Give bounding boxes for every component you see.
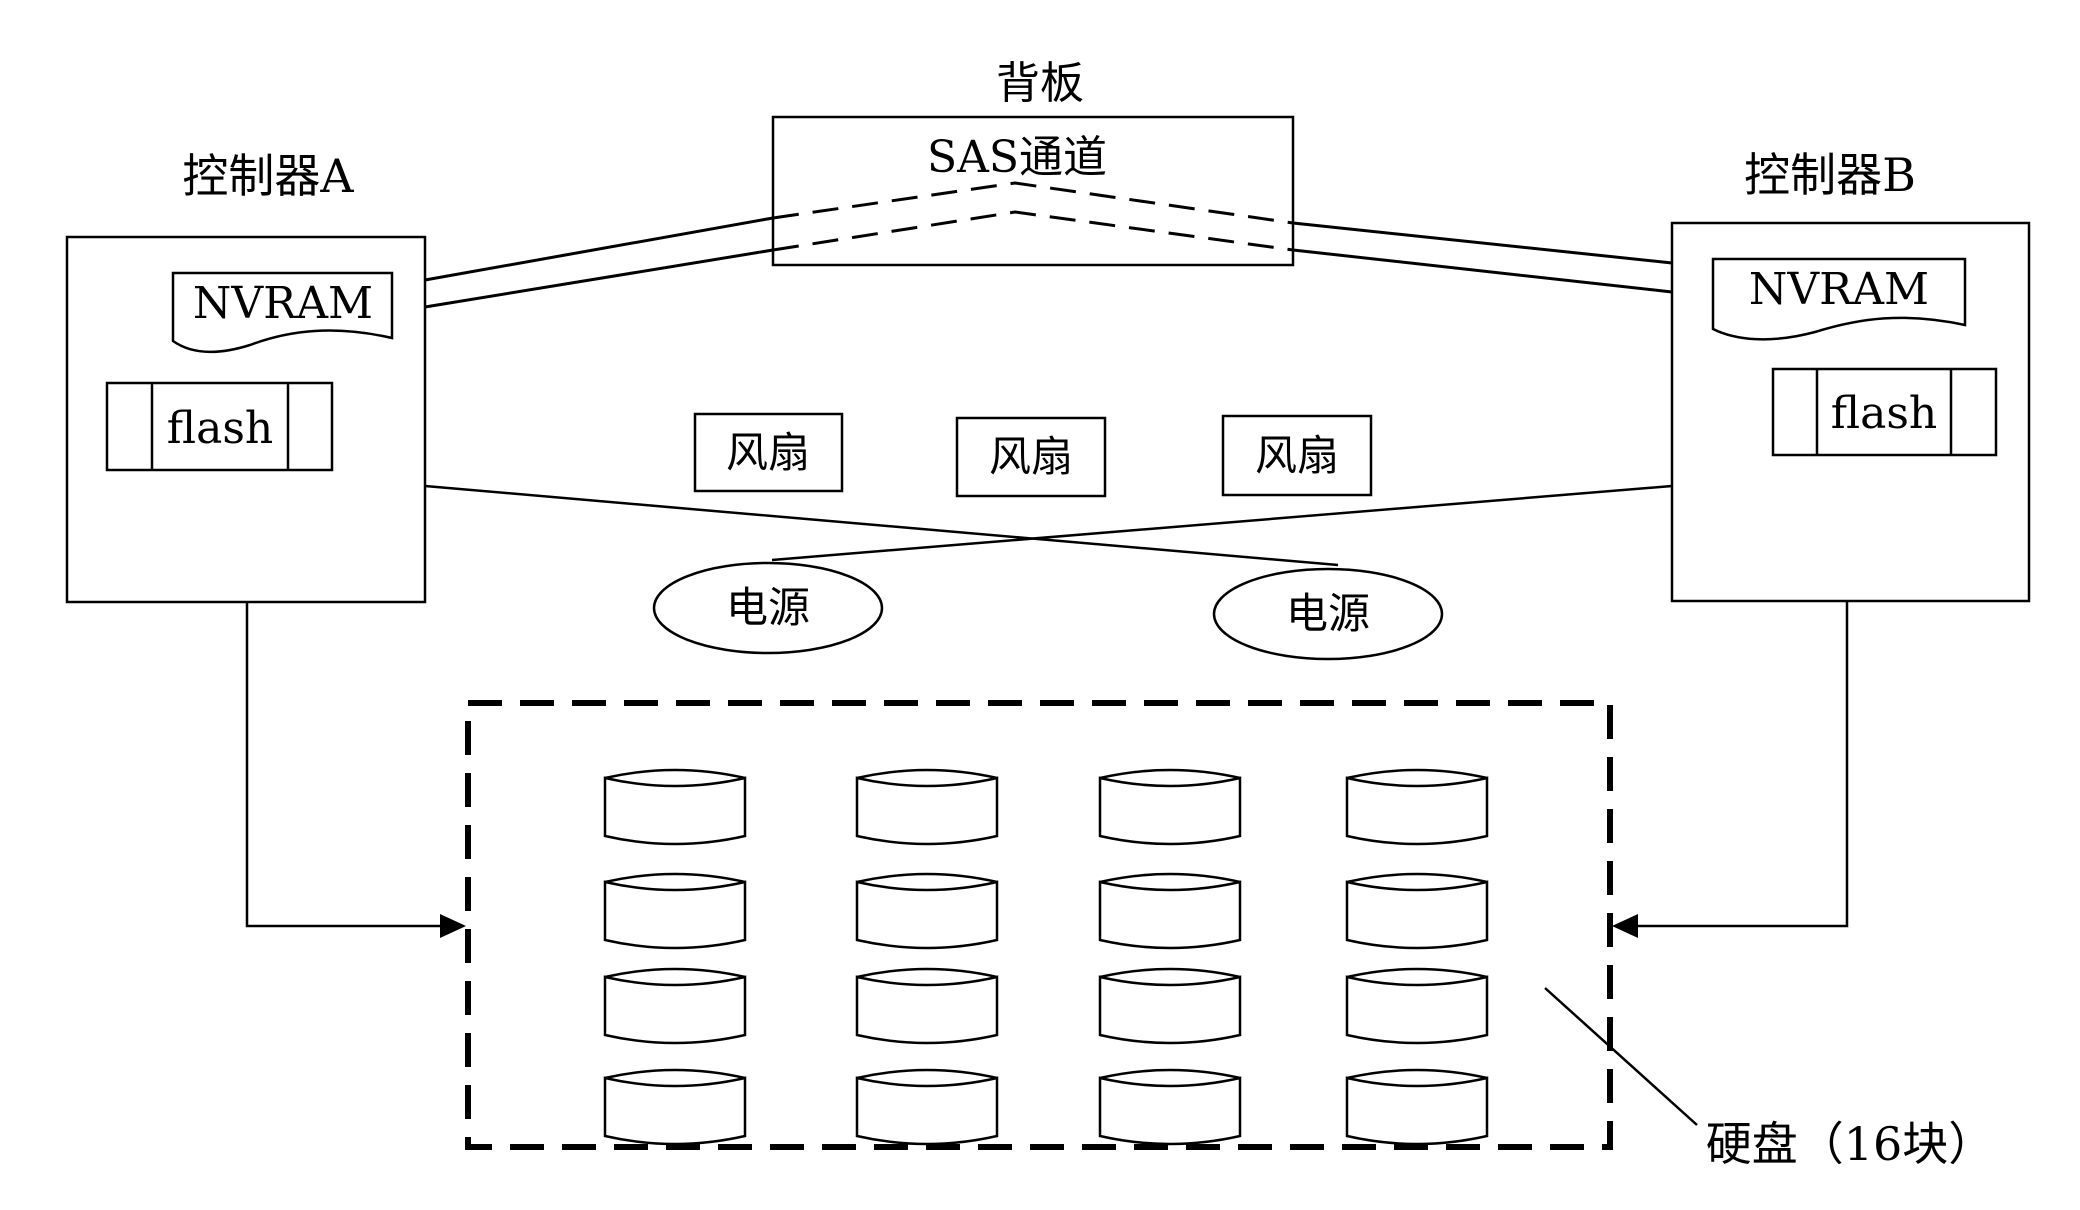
disk-16 <box>1347 1070 1487 1144</box>
disk-body <box>605 778 745 844</box>
disk-11 <box>1100 969 1240 1043</box>
disk-top <box>605 874 745 882</box>
controller-b-disk-link <box>1630 601 1847 926</box>
controller-a-sas-links <box>425 218 773 307</box>
disk-top <box>1100 1070 1240 1078</box>
fan-label-3: 风扇 <box>1255 431 1339 480</box>
fan-label-2: 风扇 <box>989 432 1073 481</box>
disk-1 <box>605 770 745 844</box>
controller-a-disk-arrowhead <box>440 914 466 938</box>
power-supply-label-1: 电源 <box>726 583 810 632</box>
disk-7 <box>1100 874 1240 948</box>
controller-a-flash-label: flash <box>167 403 274 454</box>
controller-a-disk-link <box>247 602 448 926</box>
power-supply-label-2: 电源 <box>1286 589 1370 638</box>
disk-body <box>1347 778 1487 844</box>
disk-top <box>1347 1070 1487 1078</box>
disk-body <box>857 977 997 1043</box>
disk-body <box>1347 1078 1487 1144</box>
controller-b-flash-label: flash <box>1831 388 1938 439</box>
disk-top <box>1100 770 1240 778</box>
backplane-title: 背板 <box>996 58 1084 109</box>
disk-15 <box>1100 1070 1240 1144</box>
disk-9 <box>605 969 745 1043</box>
disk-body <box>605 882 745 948</box>
disk-top <box>1100 969 1240 977</box>
disk-5 <box>605 874 745 948</box>
disk-top <box>857 874 997 882</box>
disk-body <box>605 977 745 1043</box>
disk-body <box>1347 977 1487 1043</box>
disk-10 <box>857 969 997 1043</box>
disk-top <box>1100 874 1240 882</box>
disk-top <box>1347 770 1487 778</box>
disk-body <box>1100 977 1240 1043</box>
disk-4 <box>1347 770 1487 844</box>
disk-12 <box>1347 969 1487 1043</box>
disk-top <box>605 1070 745 1078</box>
disk-body <box>857 778 997 844</box>
disk-grid <box>605 770 1487 1144</box>
disk-label-callout <box>1545 988 1697 1125</box>
sas-channel-upper-dashed <box>773 183 1293 223</box>
controller-b-nvram-label: NVRAM <box>1749 264 1929 315</box>
disk-top <box>605 969 745 977</box>
controller-b-disk-arrowhead <box>1612 914 1638 938</box>
disk-top <box>857 770 997 778</box>
disk-body <box>857 882 997 948</box>
power-link-b <box>772 486 1672 560</box>
disk-6 <box>857 874 997 948</box>
disk-body <box>605 1078 745 1144</box>
disk-top <box>1347 874 1487 882</box>
controller-a-title: 控制器A <box>182 149 354 203</box>
disk-body <box>1100 778 1240 844</box>
disk-body <box>857 1078 997 1144</box>
disk-top <box>605 770 745 778</box>
disk-body <box>1100 1078 1240 1144</box>
controller-b-sas-links <box>1293 223 1672 292</box>
controller-a-nvram-label: NVRAM <box>193 278 373 329</box>
disk-top <box>857 1070 997 1078</box>
controller-b-title: 控制器B <box>1744 148 1916 202</box>
disk-body <box>1347 882 1487 948</box>
disk-body <box>1100 882 1240 948</box>
fan-label-1: 风扇 <box>726 428 810 477</box>
sas-channel-lower-dashed <box>773 212 1293 250</box>
disk-8 <box>1347 874 1487 948</box>
disk-14 <box>857 1070 997 1144</box>
disk-3 <box>1100 770 1240 844</box>
disk-13 <box>605 1070 745 1144</box>
disk-2 <box>857 770 997 844</box>
disk-top <box>1347 969 1487 977</box>
sas-channel-label: SAS通道 <box>927 132 1107 183</box>
disk-array-label: 硬盘（16块） <box>1706 1117 1995 1171</box>
disk-top <box>857 969 997 977</box>
